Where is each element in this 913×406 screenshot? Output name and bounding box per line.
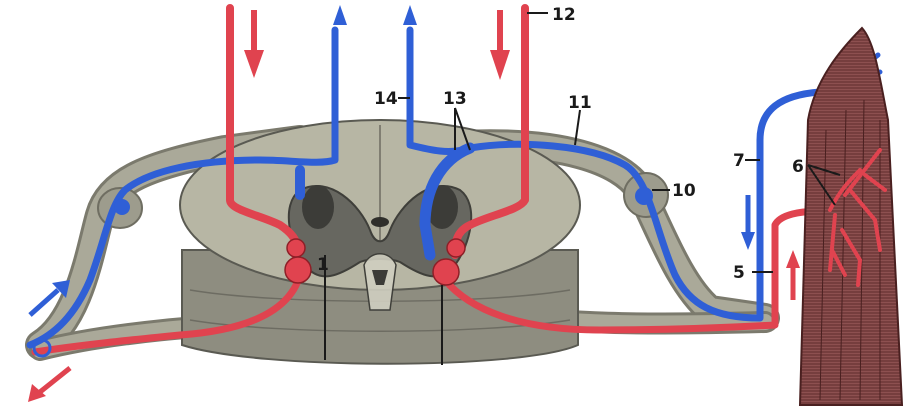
label-13: 13 [443,89,467,109]
label-10: 10 [672,181,696,201]
label-11: 11 [568,93,592,113]
label-1: 1 [317,255,329,275]
label-6: 6 [792,157,804,177]
label-5: 5 [733,263,745,283]
label-12: 12 [552,5,576,25]
label-14: 14 [374,89,398,109]
label-7: 7 [733,151,745,171]
muscle-tissue [800,28,902,405]
arrow-down-red-left-bottom [40,368,70,392]
